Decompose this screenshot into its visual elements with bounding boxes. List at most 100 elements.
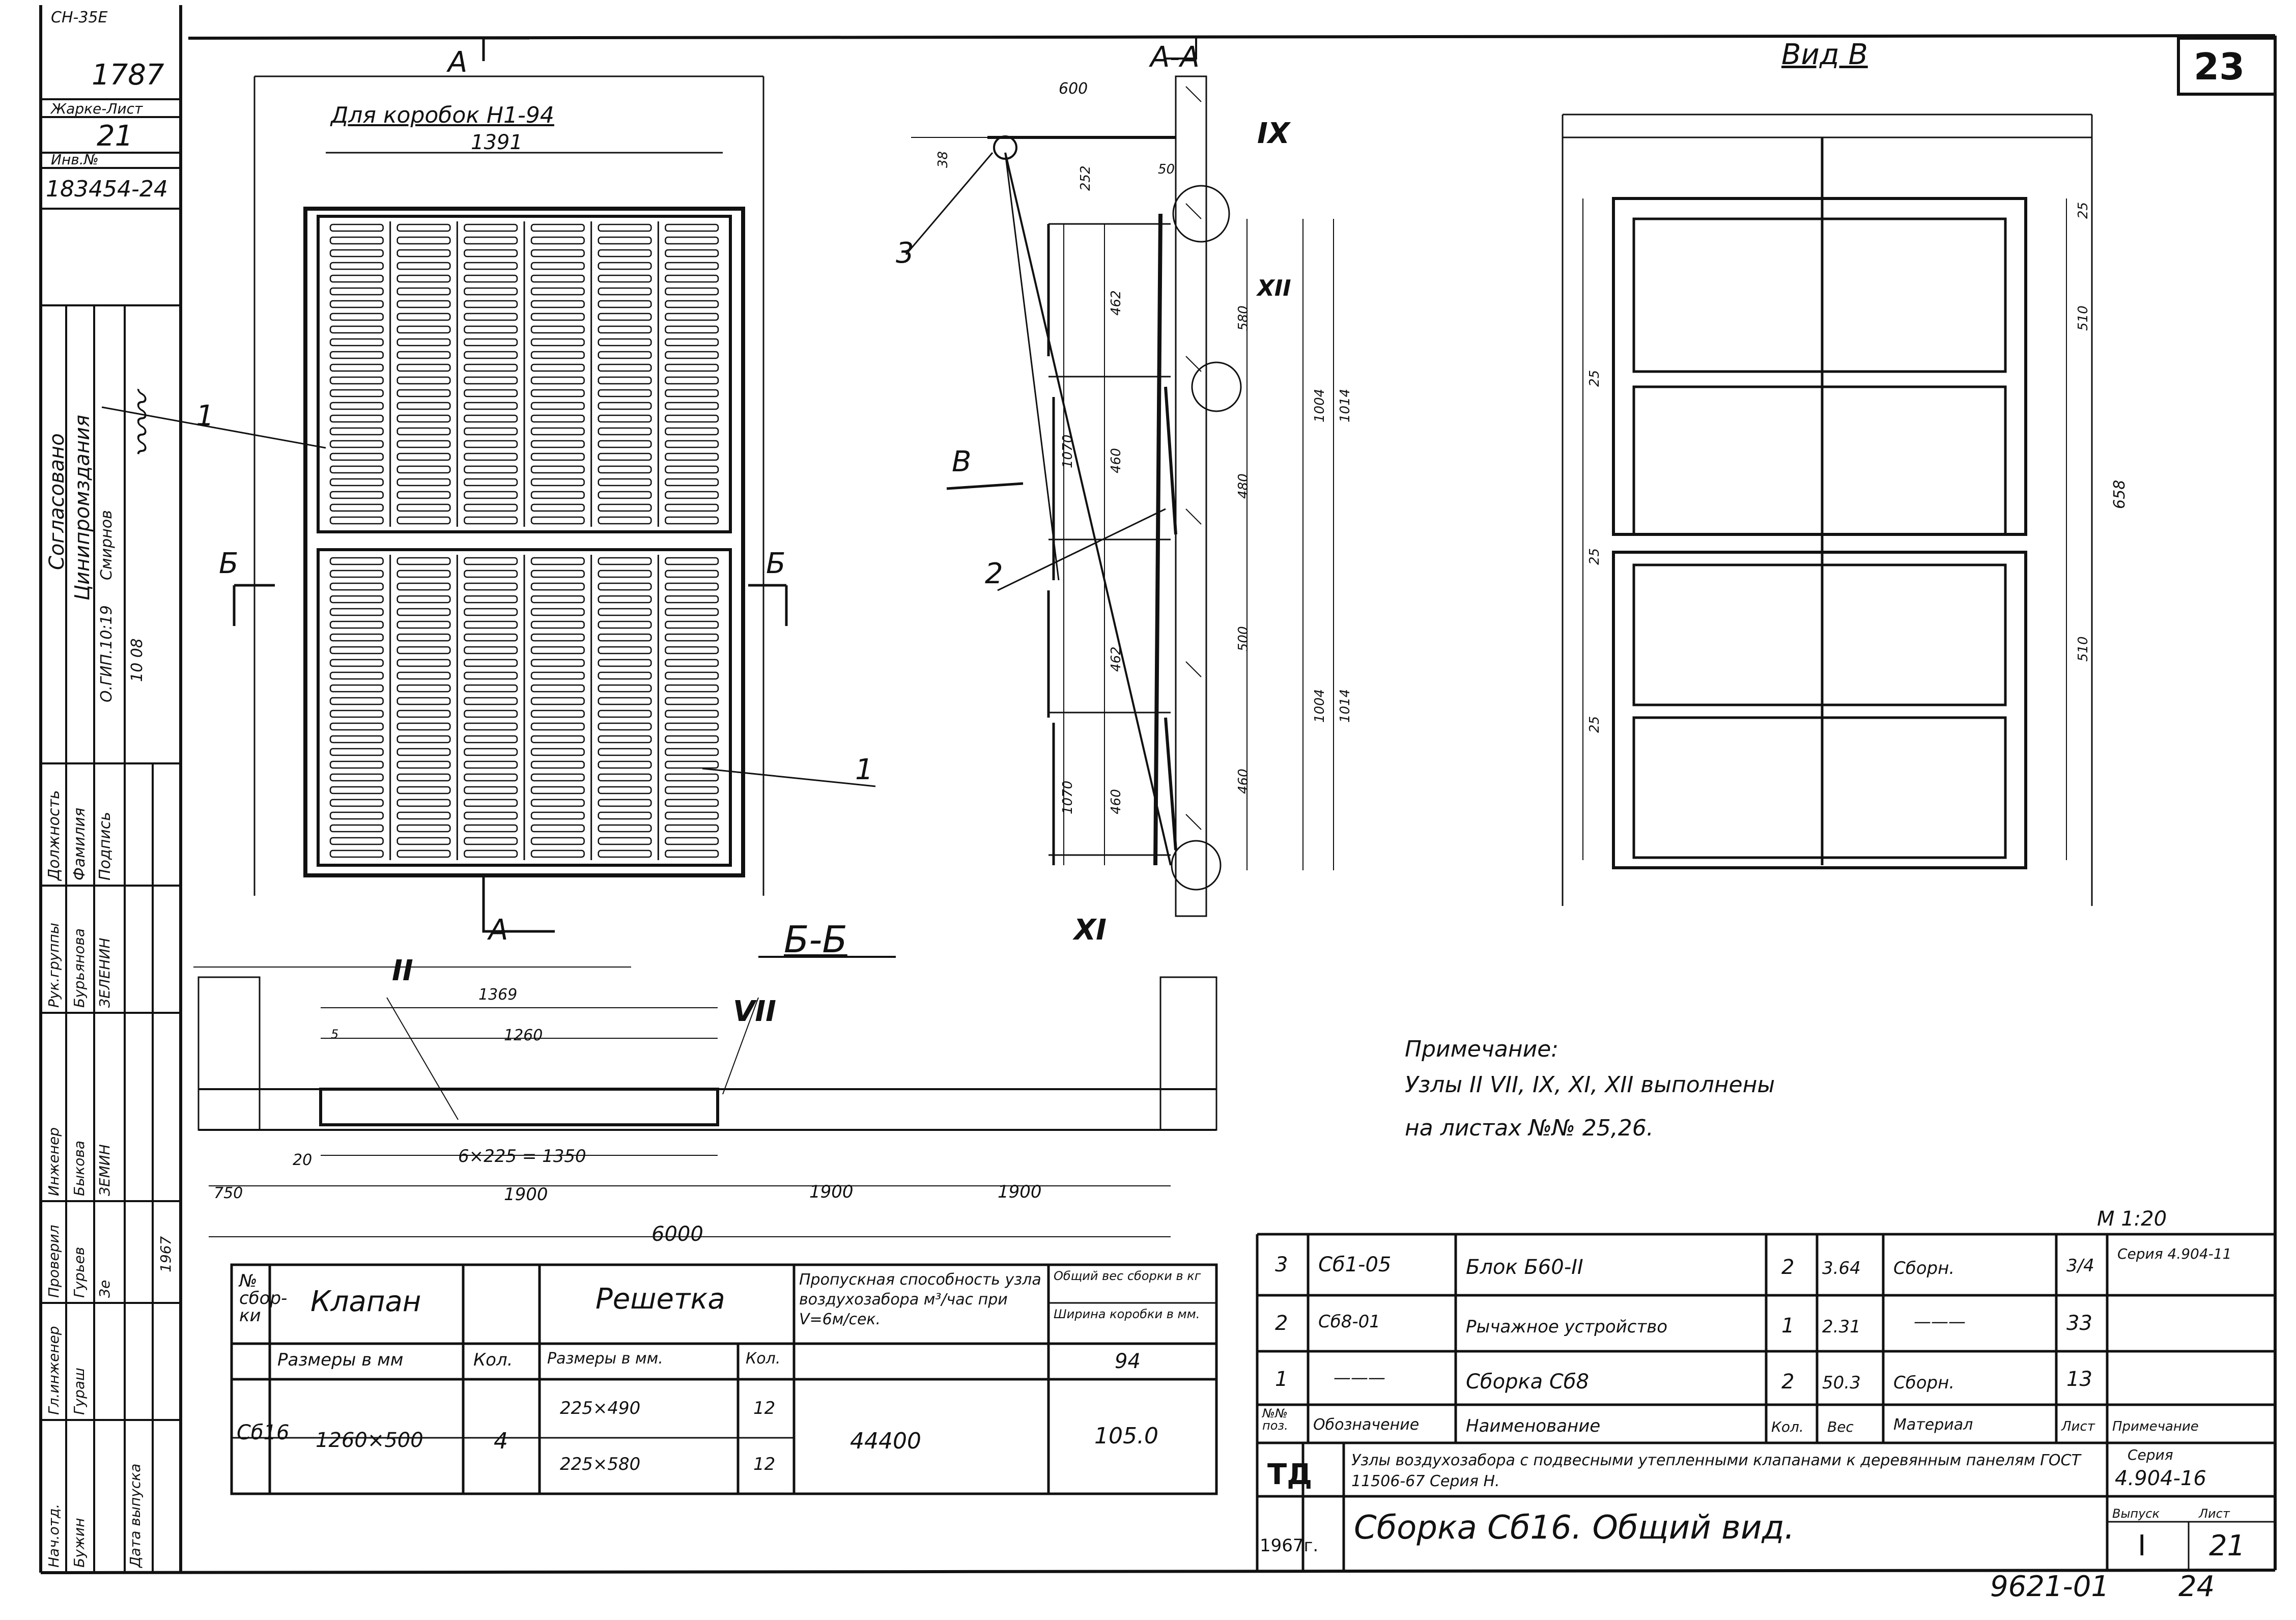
grille-slat: [396, 440, 451, 448]
grille-slat: [396, 799, 451, 807]
grille-slat: [464, 516, 518, 525]
spec-hdr-grille-qty: Кол.: [746, 1350, 781, 1368]
title-org: ТД: [1267, 1458, 1313, 1491]
grille-slat: [329, 709, 384, 718]
bb-dim-5: 5: [331, 1027, 339, 1041]
parts-r1-weight: 2.31: [1822, 1317, 1861, 1337]
grille-slat: [329, 620, 384, 629]
grille-slat: [598, 735, 652, 744]
grille-slat: [396, 722, 451, 731]
grille-slat: [464, 414, 518, 423]
dim-50: 50: [1158, 162, 1175, 177]
dim-480: 480: [1236, 473, 1251, 499]
grille-slat: [598, 274, 652, 283]
grille-slat: [464, 595, 518, 604]
grille-slat: [396, 274, 451, 283]
grille-slat: [530, 824, 585, 833]
grille-slat: [396, 325, 451, 334]
grille-slat: [396, 478, 451, 487]
side-row-7-year: 1967: [157, 1236, 174, 1272]
grille-slat: [464, 760, 518, 769]
grille-slat: [396, 659, 451, 667]
album-sheet-number: 21: [97, 120, 133, 153]
frame: [39, 5, 2277, 1574]
grille-slat: [396, 389, 451, 397]
grille-slat: [329, 223, 384, 232]
grille-slat: [665, 274, 719, 283]
node-xi: XI: [1074, 914, 1107, 947]
grille-slat: [598, 811, 652, 820]
grille-slat: [530, 300, 585, 308]
spec-row-grille-size-2: 225×580: [560, 1454, 641, 1474]
grille-slat: [530, 811, 585, 820]
grille-slat: [530, 478, 585, 487]
grille-slat: [598, 516, 652, 525]
grille-slat: [329, 427, 384, 436]
grille-slat: [665, 491, 719, 499]
grille-slat: [665, 608, 719, 616]
grille-slat: [464, 570, 518, 578]
grille-slat: [530, 440, 585, 448]
grille-slat: [396, 633, 451, 642]
grille-slat: [530, 837, 585, 845]
section-bb-title: Б-Б: [784, 918, 847, 961]
grille-slat: [329, 402, 384, 410]
front-section-mark-a-bottom: А: [489, 914, 508, 947]
grille-slat: [530, 452, 585, 461]
grille-slat: [665, 824, 719, 833]
grille-slat: [329, 735, 384, 744]
grille-slat: [329, 414, 384, 423]
left-stamp-lines: [41, 98, 181, 1574]
grille-slat: [396, 300, 451, 308]
grille-slat: [464, 389, 518, 397]
grille-slat: [464, 697, 518, 705]
side-row-1-role: Инженер: [45, 1127, 62, 1196]
grille-slat: [598, 760, 652, 769]
grille-slat: [396, 849, 451, 858]
parts-hdr-qty: Кол.: [1771, 1418, 1804, 1435]
grille-slat: [396, 338, 451, 347]
grille-slat: [598, 633, 652, 642]
side-hdr-0: Должность: [45, 790, 63, 880]
series-code-prefix: СН-35Е: [51, 9, 108, 26]
parts-r1-material: ———: [1914, 1312, 1966, 1332]
approval-signature: 〰〰: [125, 393, 162, 458]
grille-slat: [598, 325, 652, 334]
grille-slat: [464, 811, 518, 820]
grille-slat: [598, 697, 652, 705]
dim-500: 500: [1236, 626, 1251, 651]
grille-slat: [329, 325, 384, 334]
grille-slat: [329, 684, 384, 693]
grille-slat: [464, 427, 518, 436]
spec-hdr-weight: Общий вес сборки в кг: [1054, 1269, 1201, 1283]
section-aa: [905, 38, 1334, 917]
grille-slat: [329, 287, 384, 296]
grille-slat: [329, 671, 384, 680]
dim-1070-top: 1070: [1060, 434, 1075, 468]
grille-slat: [329, 811, 384, 820]
grille-slat: [665, 440, 719, 448]
grille-slat: [396, 402, 451, 410]
grille-slat: [665, 465, 719, 474]
grille-slat: [598, 646, 652, 655]
grille-slat: [598, 786, 652, 794]
parts-r2-weight: 50.3: [1822, 1373, 1861, 1393]
bb-dim-1900-a: 1900: [504, 1184, 548, 1205]
grille-slat: [665, 760, 719, 769]
grille-slat: [464, 735, 518, 744]
grille-slat: [598, 351, 652, 359]
grille-slat: [329, 312, 384, 321]
grille-slat: [598, 287, 652, 296]
issue-number: I: [2138, 1529, 2146, 1562]
bb-dim-6000: 6000: [651, 1223, 703, 1246]
side-row-0-sign: ЗЕЛЕНИН: [96, 937, 113, 1008]
note-title: Примечание:: [1405, 1036, 1559, 1062]
grille-slat: [464, 440, 518, 448]
spec-hdr-grille: Решетка: [596, 1283, 725, 1316]
sheet-number-box: [2177, 37, 2277, 96]
grille-slat: [396, 570, 451, 578]
grille-slat: [329, 516, 384, 525]
grille-slat: [396, 223, 451, 232]
parts-r0-sheet: 3/4: [2066, 1256, 2094, 1276]
approval-name: Смирнов: [98, 510, 116, 580]
